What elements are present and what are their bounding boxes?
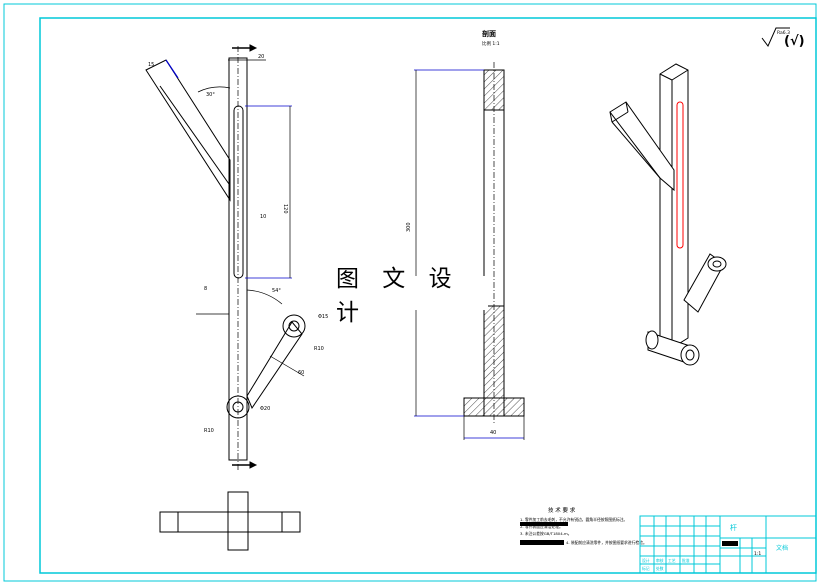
svg-text:Ra6.3: Ra6.3 — [777, 30, 790, 36]
dim-base-rad: R10 — [204, 428, 214, 434]
roughness-check: (√) — [784, 34, 805, 49]
section-scale: 比例 1:1 — [482, 40, 500, 47]
note-3: 3. 未注公差按GB/T1804-m。 — [520, 531, 572, 536]
roughness-symbol: Ra6.3 (√) — [761, 27, 805, 49]
dim-base-dia: Φ20 — [260, 406, 270, 412]
dim-ring-rad: R10 — [314, 346, 324, 352]
title-material: 文档 — [776, 544, 788, 552]
note-1: 1. 零件加工前去毛刺，不允许有锐边，圆角半径按照图纸标注。 — [520, 517, 627, 522]
dim-small: 8 — [204, 286, 207, 292]
section-view — [414, 62, 525, 440]
front-view — [145, 44, 306, 470]
dim-arm-len: 60 — [298, 370, 304, 376]
dim-section-height: 300 — [406, 222, 412, 232]
isometric-view — [609, 63, 727, 366]
tb-label-4: 批准 — [682, 558, 690, 563]
title-scale: 1:1 — [754, 551, 761, 557]
tb-label-2: 审核 — [656, 558, 664, 563]
inner-border — [39, 17, 817, 574]
tb-label-5: 标记 — [642, 566, 650, 571]
top-view — [159, 491, 301, 551]
dim-slot-length: 120 — [282, 204, 288, 214]
technical-notes: 技 术 要 求 1. 零件加工前去毛刺，不允许有锐边，圆角半径按照图纸标注。 2… — [520, 506, 647, 545]
note-2: 2. 零件表面应清洁处理。 — [520, 524, 563, 529]
dim-left-angle: 30° — [206, 92, 215, 98]
dim-slot-width: 10 — [260, 214, 266, 220]
dim-arm-top: 15 — [148, 62, 154, 68]
note-4: 4. 装配前应清洗零件，并按图纸要求进行检验。 — [566, 540, 647, 545]
watermark: 图 文 设 计 — [336, 266, 488, 326]
dim-right-angle: 54° — [272, 288, 281, 294]
section-title: 剖面 — [482, 29, 496, 38]
dim-ring-dia: Φ15 — [318, 314, 328, 320]
tb-label-6: 处数 — [656, 566, 664, 571]
dim-top-width: 20 — [258, 54, 264, 60]
dim-base-width: 40 — [490, 430, 496, 436]
title-part-no: 杆 — [730, 523, 737, 532]
tb-label-3: 工艺 — [668, 558, 676, 563]
title-block — [639, 515, 817, 574]
notes-title: 技 术 要 求 — [548, 506, 576, 514]
tb-label-1: 设计 — [642, 558, 650, 563]
